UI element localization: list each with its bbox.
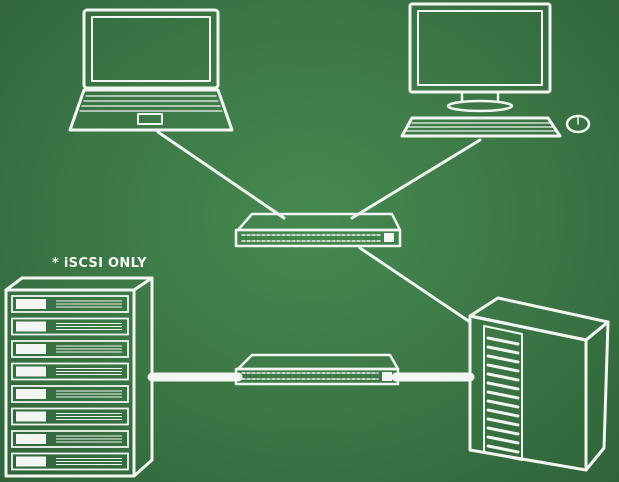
- server-vent: [486, 408, 520, 418]
- network-switch-icon: [234, 353, 400, 386]
- storage-array-icon: [4, 276, 154, 478]
- drive-bay: [11, 340, 129, 358]
- drive-bay-slot: [16, 321, 46, 332]
- server-vent: [486, 372, 520, 382]
- drive-bay-slot: [16, 411, 46, 422]
- drive-bay-slot: [16, 344, 46, 354]
- server-vents: [486, 336, 520, 454]
- tower-server-icon: [468, 296, 610, 472]
- desktop-computer-icon: [400, 2, 591, 138]
- server-vent: [486, 354, 520, 364]
- drive-bay: [11, 407, 129, 426]
- drive-bay: [11, 430, 129, 448]
- link-switch-top-server: [358, 246, 472, 324]
- connections: [147, 130, 482, 382]
- server-vent: [486, 381, 520, 391]
- server-vent: [486, 336, 520, 346]
- server-vent: [486, 444, 520, 454]
- server-vent: [486, 390, 520, 400]
- server-vent: [486, 363, 520, 373]
- server-vent: [486, 345, 520, 355]
- iscsi-only-note: * iSCSI ONLY: [52, 256, 147, 271]
- drive-bay-slot: [16, 389, 46, 399]
- network-switch-icon: [234, 212, 402, 248]
- drive-bay: [11, 295, 129, 313]
- drive-bay: [11, 317, 129, 336]
- drive-bay-slot: [16, 434, 46, 444]
- server-vent: [486, 399, 520, 409]
- drive-bay-slot: [16, 299, 46, 309]
- drive-bay: [11, 385, 129, 403]
- link-desktop-switch-top: [350, 138, 482, 220]
- storage-bays: [11, 295, 129, 471]
- link-laptop-switch-top: [156, 130, 286, 220]
- drive-bay-slot: [16, 366, 46, 377]
- server-vent: [486, 417, 520, 427]
- server-vent: [486, 426, 520, 436]
- drive-bay-slot: [16, 456, 46, 467]
- laptop-icon: [68, 8, 234, 132]
- server-vent: [486, 435, 520, 445]
- drive-bay: [11, 362, 129, 381]
- drive-bay: [11, 452, 129, 471]
